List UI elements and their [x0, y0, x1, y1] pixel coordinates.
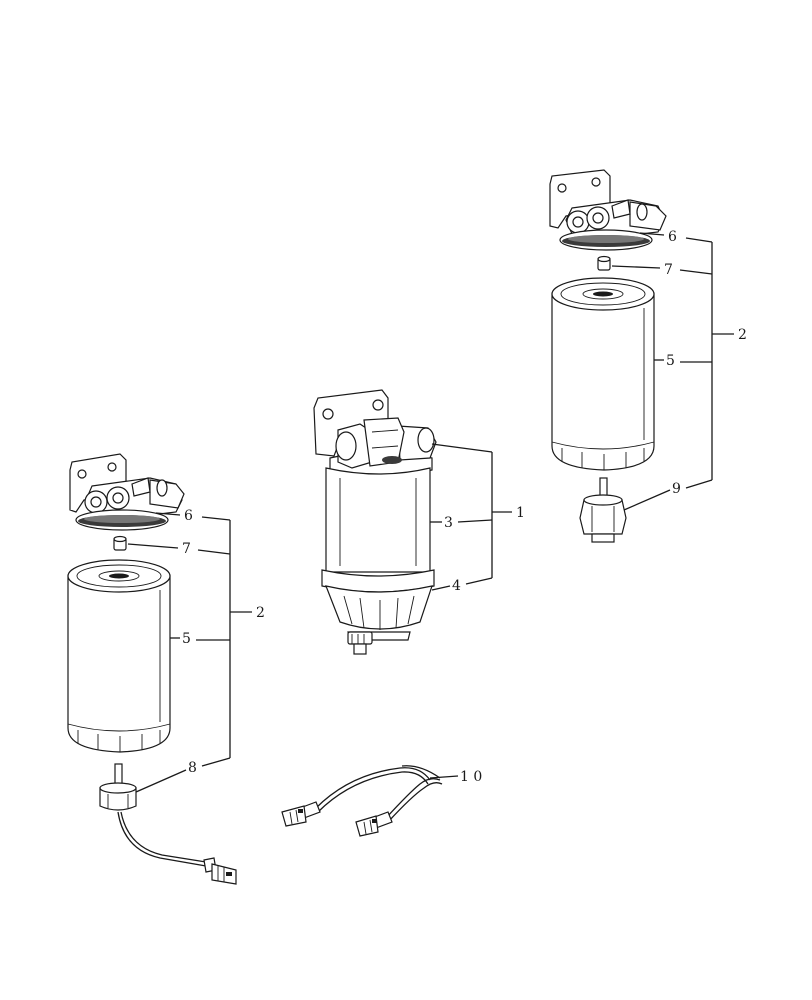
harness-connector-left	[281, 801, 321, 827]
center-callouts: 1 3 4	[430, 443, 525, 594]
right-callout-2: 2	[738, 327, 747, 343]
left-sensor-connector	[203, 857, 237, 885]
right-callout-7: 7	[664, 262, 673, 278]
center-filter-head	[329, 417, 437, 476]
left-nipple	[113, 535, 127, 551]
left-callout-2: 2	[256, 605, 265, 621]
left-seal-ring	[75, 509, 169, 531]
harness-callout-10: 1 0	[460, 769, 482, 785]
wiring-harness: 1 0	[281, 765, 482, 837]
center-callout-1: 1	[516, 505, 525, 521]
left-filter-assembly: 6 7 2 5 8	[67, 453, 265, 885]
right-filter-head	[565, 199, 667, 239]
center-callout-3: 3	[444, 515, 453, 531]
left-filter-head	[84, 477, 185, 519]
right-water-sensor	[579, 477, 627, 543]
right-filter-assembly: 6 7 2 5 9	[549, 169, 747, 543]
left-filter-element	[67, 559, 171, 753]
center-filter-assembly: 1 3 4	[313, 389, 525, 655]
right-filter-element	[551, 277, 655, 471]
right-callouts: 6 7 2 5 9	[611, 229, 747, 511]
left-water-sensor	[99, 763, 237, 885]
center-water-bowl	[321, 569, 435, 641]
left-callout-5: 5	[182, 631, 191, 647]
left-callouts: 6 7 2 5 8	[127, 508, 265, 793]
harness-connector-right	[355, 811, 393, 837]
right-callout-6: 6	[668, 229, 677, 245]
left-callout-6: 6	[184, 508, 193, 524]
left-callout-7: 7	[182, 541, 191, 557]
right-seal-ring	[559, 229, 653, 251]
right-callout-5: 5	[666, 353, 675, 369]
right-nipple	[597, 255, 611, 271]
left-callout-8: 8	[188, 760, 197, 776]
right-callout-9: 9	[672, 481, 681, 497]
center-callout-4: 4	[452, 578, 461, 594]
center-filter-element	[325, 467, 431, 573]
center-drain-valve	[347, 631, 373, 655]
